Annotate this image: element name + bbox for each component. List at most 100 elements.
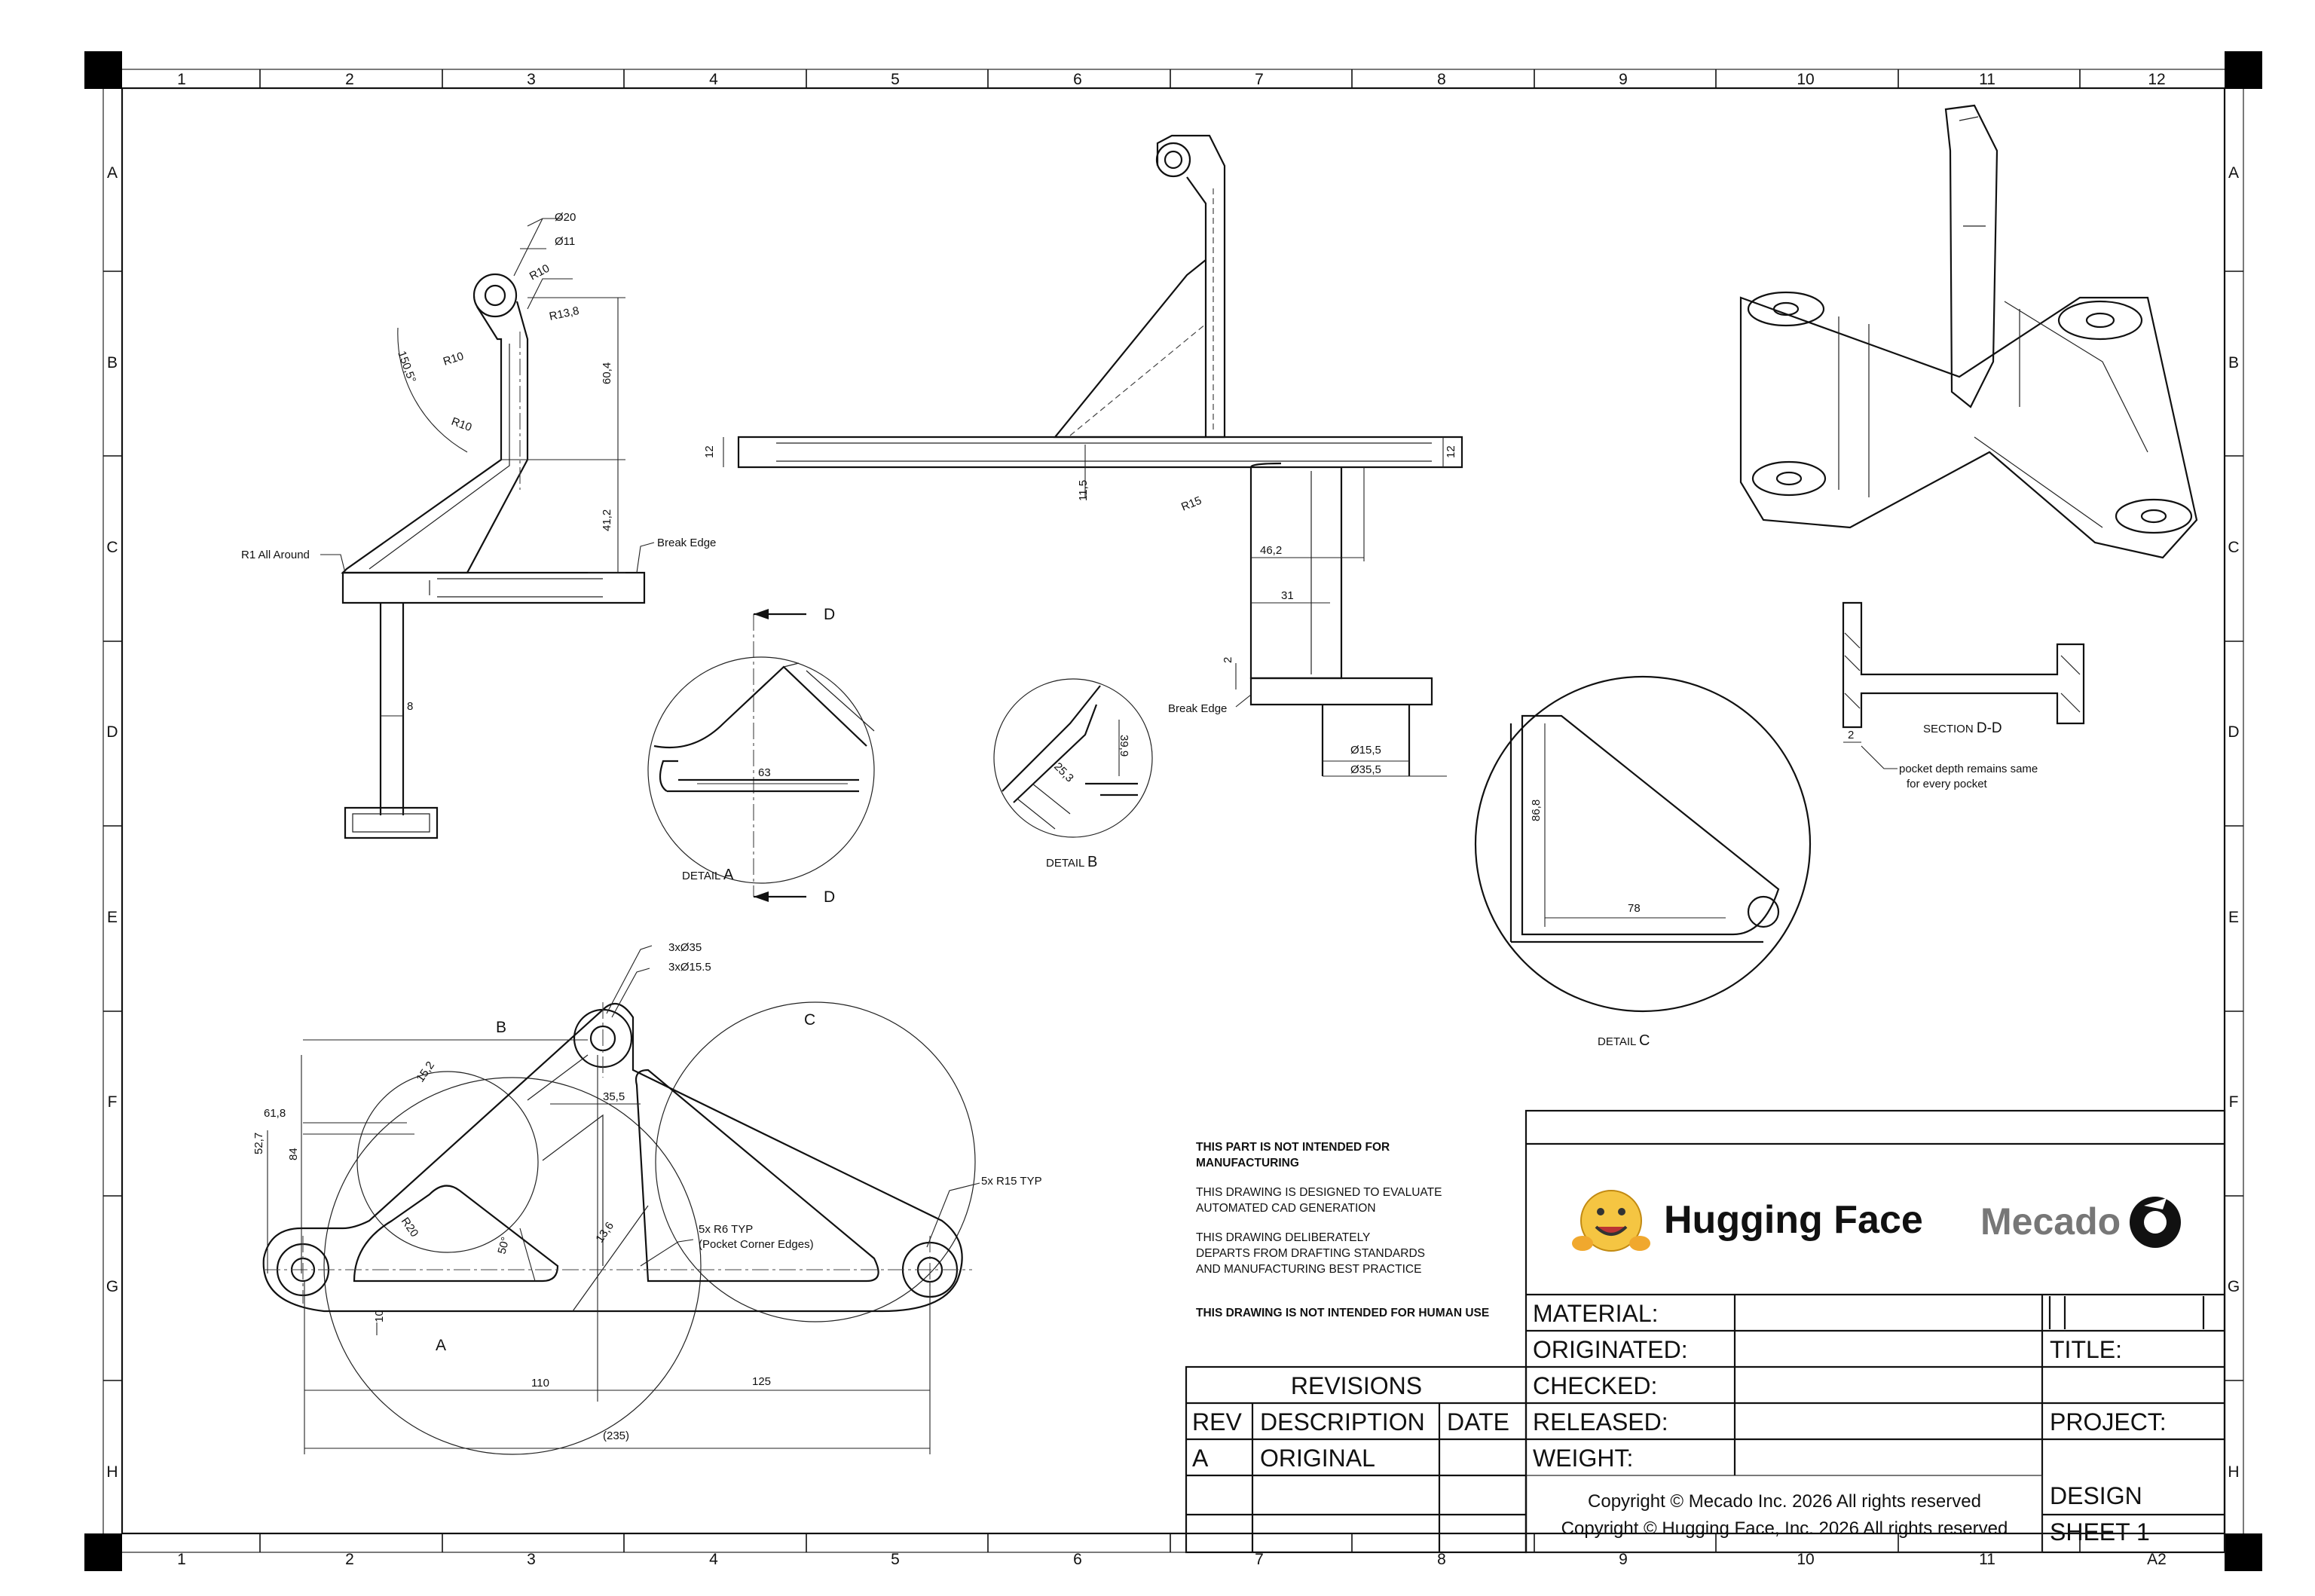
zone-row-label: A	[2228, 164, 2239, 182]
section-marker-d: D D	[753, 606, 835, 906]
dim-text: R13,8	[548, 304, 580, 323]
revision-description: ORIGINAL	[1260, 1445, 1375, 1472]
dim-text: Ø11	[555, 235, 575, 248]
section-letter: D	[824, 606, 835, 623]
detail-a: 63 DETAIL A	[647, 656, 875, 884]
zone-row-label: F	[2229, 1093, 2239, 1111]
corner-mark	[84, 1533, 122, 1571]
zone-labels: 1 2 3 4 5 6 7 8 9 10 11 12 1 2 3 4 5 6 7…	[106, 71, 2240, 1568]
revisions-col-rev: REV	[1192, 1408, 1242, 1435]
field-weight: WEIGHT:	[1533, 1445, 1633, 1472]
revision-rev: A	[1192, 1445, 1209, 1472]
dim-text: (235)	[603, 1429, 629, 1442]
dim-text: Ø35,5	[1350, 763, 1381, 776]
note-text: DEPARTS FROM DRAFTING STANDARDS	[1196, 1247, 1425, 1260]
zone-col-label: 2	[345, 1551, 354, 1568]
dim-text: 10	[373, 1310, 386, 1322]
zone-col-label: 11	[1979, 1551, 1995, 1568]
dim-text: R20	[399, 1215, 421, 1240]
dim-text: 150,5°	[395, 350, 418, 385]
dim-text: 15,2	[414, 1059, 437, 1085]
zone-col-label: 4	[709, 1551, 718, 1568]
dim-text: 3xØ15.5	[668, 961, 711, 974]
zone-col-label: 9	[1619, 71, 1628, 88]
zone-row-label: C	[2228, 539, 2239, 556]
fillet-note: 5x R15 TYP	[981, 1175, 1042, 1188]
note-text: THIS DRAWING IS NOT INTENDED FOR HUMAN U…	[1196, 1307, 1489, 1319]
zone-col-label: 5	[891, 1551, 900, 1568]
hugging-face-emoji-icon	[1580, 1190, 1642, 1252]
isometric-view	[1739, 104, 2198, 559]
dim-text: 41,2	[601, 509, 613, 531]
dim-text: 8	[407, 700, 413, 713]
zone-col-label: 7	[1255, 1551, 1264, 1568]
dim-text: Ø20	[555, 211, 576, 224]
dim-text: 12	[1445, 445, 1457, 458]
sheet-size-label: A2	[2147, 1551, 2167, 1568]
zone-col-label: 4	[709, 71, 718, 88]
callout-break-edge: Break Edge	[1168, 702, 1227, 715]
dim-text: 110	[531, 1377, 549, 1390]
dim-text: 31	[1281, 589, 1294, 602]
zone-row-label: D	[2228, 723, 2239, 741]
field-material: MATERIAL:	[1533, 1300, 1659, 1327]
title-block-fields: MATERIAL: ORIGINATED: CHECKED: RELEASED:…	[1533, 1300, 2167, 1546]
field-released: RELEASED:	[1533, 1408, 1668, 1435]
zone-col-label: 9	[1619, 1551, 1628, 1568]
section-dd-label: SECTION D-D	[1923, 720, 2002, 736]
zone-col-label: 11	[1979, 71, 1995, 88]
zone-row-label: H	[2228, 1463, 2239, 1481]
dim-text: 13,6	[593, 1220, 616, 1246]
corner-mark	[84, 51, 122, 89]
zone-row-label: E	[107, 909, 118, 926]
dim-text: R10	[528, 262, 552, 283]
pocket-note: (Pocket Corner Edges)	[699, 1238, 814, 1251]
dim-text: 60,4	[601, 362, 613, 384]
zone-col-label: 10	[1797, 1551, 1814, 1568]
zone-row-label: E	[2228, 909, 2239, 926]
dim-text: 3xØ35	[668, 941, 702, 954]
zone-col-label: 8	[1437, 1551, 1446, 1568]
pocket-note: 5x R6 TYP	[699, 1223, 753, 1236]
zone-col-label: 12	[2148, 71, 2165, 88]
detail-a-label: DETAIL A	[682, 867, 734, 883]
dim-text: 78	[1628, 902, 1641, 915]
field-title: TITLE:	[2050, 1336, 2122, 1363]
dim-text: 52,7	[252, 1133, 265, 1154]
zone-row-label: C	[106, 539, 118, 556]
section-dd-note: pocket depth remains same	[1899, 763, 2038, 775]
zone-col-label: 5	[891, 71, 900, 88]
dim-text: R15	[1179, 494, 1203, 514]
zone-col-label: 6	[1073, 1551, 1082, 1568]
zone-col-label: 6	[1073, 71, 1082, 88]
zone-row-label: F	[108, 1093, 118, 1111]
dim-text: 39,9	[1118, 735, 1130, 757]
sheet-border	[84, 51, 2262, 1571]
note-text: AUTOMATED CAD GENERATION	[1196, 1202, 1376, 1215]
zone-col-label: 1	[177, 1551, 186, 1568]
revisions-col-description: DESCRIPTION	[1260, 1408, 1425, 1435]
corner-mark	[2225, 51, 2262, 89]
hugging-face-logo: Hugging Face	[1572, 1190, 1923, 1252]
dim-text: 125	[752, 1375, 771, 1388]
front-view: 12 12 11,5 R15 46,2 31 2 Ø15,5 Ø35,5 Bre…	[703, 134, 1463, 777]
detail-c-label: DETAIL C	[1598, 1032, 1650, 1049]
title-block	[1524, 1109, 2226, 1554]
field-sheet: SHEET 1	[2050, 1518, 2150, 1546]
zone-row-label: A	[107, 164, 118, 182]
detail-circle-b: B	[496, 1019, 506, 1036]
field-design: DESIGN	[2050, 1482, 2142, 1509]
dim-text: 46,2	[1260, 544, 1282, 557]
dim-text: 63	[758, 766, 771, 779]
zone-col-label: 8	[1437, 71, 1446, 88]
note-text: AND MANUFACTURING BEST PRACTICE	[1196, 1263, 1421, 1276]
revisions-heading: REVISIONS	[1291, 1372, 1422, 1399]
dim-text: Ø15,5	[1350, 744, 1381, 757]
mecado-wordmark: Mecado	[1980, 1200, 2121, 1243]
detail-c: 86,8 78 DETAIL C	[1474, 675, 1812, 1049]
dim-text: 12	[703, 445, 716, 458]
section-letter: D	[824, 888, 835, 906]
zone-col-label: 3	[527, 1551, 536, 1568]
top-view: 3xØ35 3xØ15.5 B C A 35,5 15,2 61,8 52,7 …	[252, 941, 1042, 1455]
